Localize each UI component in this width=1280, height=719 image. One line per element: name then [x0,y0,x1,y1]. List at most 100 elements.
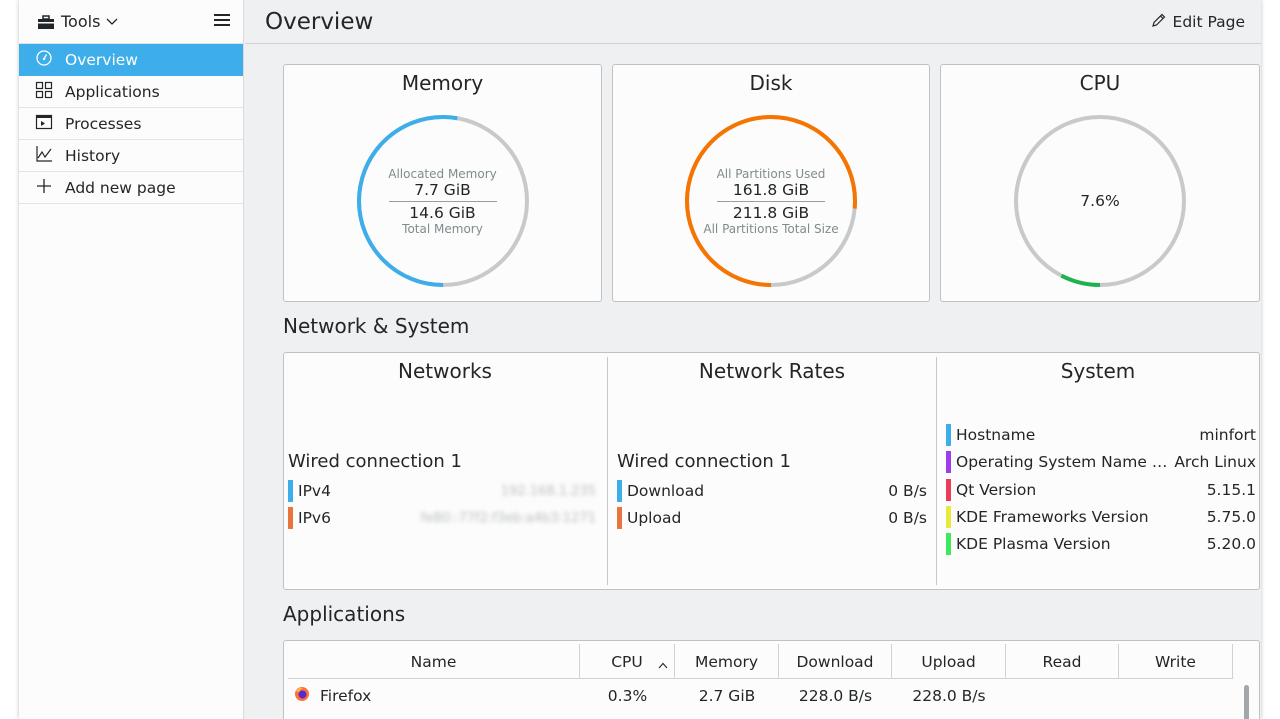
app-cpu-cell: 0.3% [607,687,648,705]
app-name: Firefox [320,687,372,705]
system-title: System [1060,359,1136,383]
disk-card-title: Disk [749,71,793,95]
table-row[interactable]: Firefox 0.3% 2.7 GiB 228.0 B/s 228.0 B/s [288,680,1233,712]
upload-value: 0 B/s [888,509,927,527]
allocated-memory-value: 7.7 GiB [414,180,471,199]
app-download-cell: 228.0 B/s [798,687,873,705]
hostname-row: Hostname minfort [946,424,1256,446]
plus-icon [35,177,53,199]
chevron-down-icon [106,18,118,26]
plasma-color-bar [946,533,951,555]
app-name-cell: Firefox [288,686,580,706]
memory-card-title: Memory [401,71,484,95]
networks-title: Networks [398,359,492,383]
hostname-color-bar [946,424,951,446]
sidebar-item-overview[interactable]: Overview [19,44,243,76]
network-rates-title: Network Rates [698,359,846,383]
os-name-label: Operating System Name an... [956,453,1175,471]
ipv4-row: IPv4 192.168.1.235 [288,480,596,502]
gauge-divider [388,200,497,202]
line-chart-icon [35,145,53,167]
sidebar-item-add-new-page[interactable]: Add new page [19,172,243,204]
upload-label: Upload [627,509,682,527]
ipv6-value: fe80::77f2:f3eb:a4b3:1271 [420,510,596,526]
partitions-total-value: 211.8 GiB [732,203,810,222]
column-header-download[interactable]: Download [779,644,892,679]
qt-version-row: Qt Version 5.15.1 [946,479,1256,501]
network-rates-column: Network Rates Wired connection 1 Downloa… [608,353,936,589]
download-color-bar [617,480,622,502]
kde-plasma-value: 5.20.0 [1206,535,1256,553]
applications-section-title: Applications [283,602,406,626]
allocated-memory-label: Allocated Memory [388,166,497,181]
table-scrollbar[interactable] [1244,685,1249,719]
column-header-upload[interactable]: Upload [892,644,1006,679]
tools-label: Tools [61,12,101,31]
hostname-value: minfort [1199,426,1256,444]
sidebar-item-history[interactable]: History [19,140,243,172]
partitions-used-label: All Partitions Used [716,166,826,181]
rates-connection-name: Wired connection 1 [617,451,791,472]
memory-gauge-arc [356,115,529,287]
column-header-read[interactable]: Read [1006,644,1119,679]
qt-color-bar [946,479,951,501]
kde-plasma-label: KDE Plasma Version [956,535,1111,553]
sidebar-item-label: Add new page [65,178,176,197]
cpu-card-title: CPU [1079,71,1121,95]
disk-gauge: All Partitions Used 161.8 GiB 211.8 GiB … [683,113,859,289]
sidebar-item-applications[interactable]: Applications [19,76,243,108]
cpu-gauge-arc [1014,115,1186,287]
qt-version-value: 5.15.1 [1206,481,1256,499]
sidebar-item-label: Applications [65,82,160,101]
sort-ascending-icon [658,655,668,673]
app-memory-cell: 2.7 GiB [698,687,756,705]
app-upload-cell: 228.0 B/s [912,687,986,705]
sidebar-item-label: Overview [65,50,138,69]
sidebar-item-label: Processes [65,114,142,133]
ipv6-color-bar [288,507,293,529]
os-name-row: Operating System Name an... Arch Linux [946,451,1256,473]
sidebar-item-label: History [65,146,121,165]
total-memory-value: 14.6 GiB [409,203,476,222]
speedometer-icon [35,49,53,71]
page-title: Overview [265,8,374,35]
ipv4-label: IPv4 [298,482,331,500]
table-header: Name CPU Memory Download Upload Read Wri… [288,644,1233,679]
qt-version-label: Qt Version [956,481,1037,499]
column-divider [607,357,608,585]
partitions-total-label: All Partitions Total Size [703,221,839,236]
ipv6-row: IPv6 fe80::77f2:f3eb:a4b3:1271 [288,507,596,529]
page-header: Overview Edit Page [245,0,1261,44]
column-header-name[interactable]: Name [288,644,580,679]
system-column: System Hostname minfort Operating System… [937,353,1259,589]
column-header-cpu[interactable]: CPU [580,644,675,679]
tools-menu-button[interactable]: Tools [37,12,118,31]
ipv4-value: 192.168.1.235 [500,483,596,499]
networks-column: Networks Wired connection 1 IPv4 192.168… [284,353,606,589]
upload-rate-row: Upload 0 B/s [617,507,927,529]
cpu-gauge: 7.6% [1012,113,1188,289]
edit-page-button[interactable]: Edit Page [1151,12,1245,32]
kde-plasma-row: KDE Plasma Version 5.20.0 [946,533,1256,555]
column-header-memory[interactable]: Memory [675,644,779,679]
disk-gauge-arc [685,115,857,287]
edit-page-label: Edit Page [1172,12,1245,31]
memory-gauge: Allocated Memory 7.7 GiB 14.6 GiB Total … [355,113,531,289]
download-rate-row: Download 0 B/s [617,480,927,502]
main-content: Overview Edit Page Memory Allocated Memo… [245,0,1261,719]
os-name-value: Arch Linux [1174,453,1256,471]
ipv4-color-bar [288,480,293,502]
os-color-bar [946,451,951,473]
network-system-section-title: Network & System [283,314,470,338]
column-header-write[interactable]: Write [1119,644,1233,679]
system-monitor-window: Tools Overview Applications [19,0,1261,719]
grid-icon [35,81,53,103]
download-value: 0 B/s [888,482,927,500]
sidebar-item-processes[interactable]: Processes [19,108,243,140]
cpu-usage-value: 7.6% [1080,192,1120,210]
column-divider [936,357,937,585]
kde-frameworks-row: KDE Frameworks Version 5.75.0 [946,506,1256,528]
hamburger-menu-icon[interactable] [213,12,231,31]
pencil-icon [1151,12,1167,32]
disk-card: Disk All Partitions Used 161.8 GiB 211.8… [612,64,930,302]
